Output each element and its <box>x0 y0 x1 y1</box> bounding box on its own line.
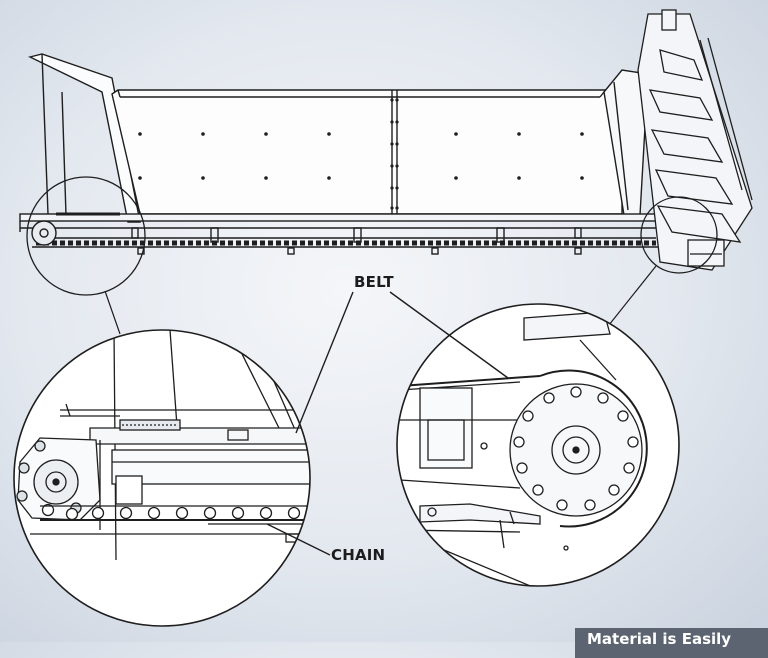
chain-rollers <box>41 503 301 521</box>
spreader-body <box>19 53 687 255</box>
belt-label: BELT <box>354 273 394 291</box>
corner-caption: Material is Easily <box>575 628 768 658</box>
belt-zoom-view <box>399 311 648 586</box>
wheel-bolts <box>513 386 639 511</box>
zoom-connector-lines <box>104 265 657 335</box>
crossmember-brackets <box>131 227 582 255</box>
spreader-conveyor-diagram <box>13 9 753 627</box>
detail-circle-front-small <box>26 176 146 296</box>
beater-assembly <box>637 9 753 271</box>
chain-label: CHAIN <box>331 546 386 564</box>
label-leader-lines <box>266 291 509 556</box>
panel-rivets <box>138 98 584 210</box>
detail-circle-rear-small <box>640 196 718 274</box>
